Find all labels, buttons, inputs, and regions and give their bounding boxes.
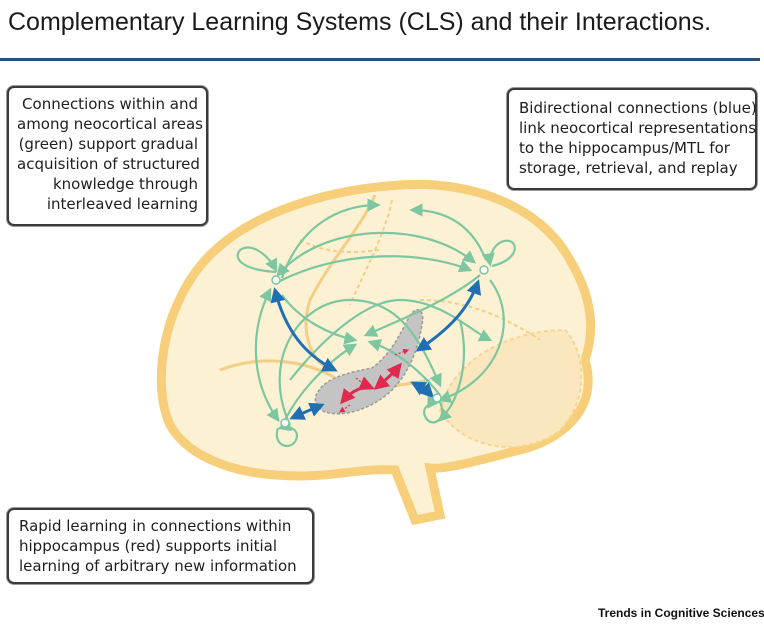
callout-line: Connections within and	[22, 95, 198, 113]
red-connections-callout: Rapid learning in connections within hip…	[7, 508, 314, 584]
callout-line: Rapid learning in connections within	[19, 517, 292, 535]
green-connections-callout: Connections within and among neocortical…	[7, 86, 208, 226]
callout-line: (green) support gradual	[18, 135, 198, 153]
callout-line: Bidirectional connections (blue)	[519, 99, 757, 117]
node-temporal	[280, 418, 290, 428]
callout-line: to the hippocampus/MTL for	[519, 139, 730, 157]
page-title: Complementary Learning Systems (CLS) and…	[8, 8, 712, 36]
journal-credit: Trends in Cognitive Sciences	[598, 606, 764, 620]
blue-connections-callout: Bidirectional connections (blue) link ne…	[507, 88, 757, 190]
cortical-nodes	[271, 265, 489, 428]
callout-line: storage, retrieval, and replay	[519, 159, 738, 177]
callout-line: hippocampus (red) supports initial	[19, 537, 278, 555]
neocortical-connections-green	[236, 198, 516, 448]
brain-outline	[156, 179, 596, 526]
node-parietal	[479, 265, 489, 275]
node-frontal	[271, 275, 281, 285]
callout-line: acquisition of structured	[17, 155, 200, 173]
bidirectional-connections-blue	[270, 279, 482, 420]
callout-line: among neocortical areas	[17, 115, 203, 133]
callout-line: interleaved learning	[46, 195, 198, 213]
callout-line: learning of arbitrary new information	[19, 557, 297, 575]
callout-line: link neocortical representations	[519, 119, 757, 137]
node-occipital	[432, 393, 442, 403]
hippocampal-connections-red	[339, 348, 410, 413]
callout-line: knowledge through	[52, 175, 198, 193]
title-underline	[0, 58, 760, 61]
